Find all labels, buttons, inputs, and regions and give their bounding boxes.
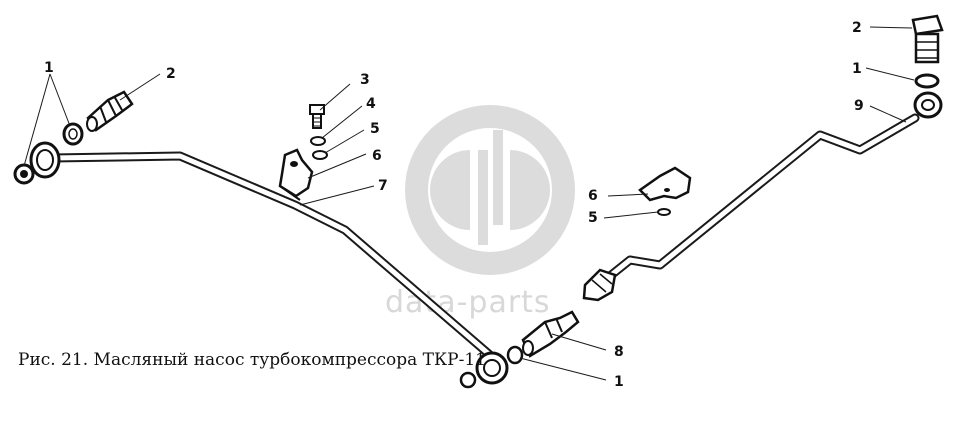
callout-labels: 1 2 3 4 5 6 7 6 5 2 1 9 8 1 (44, 20, 864, 390)
banjo-bolt-right (911, 14, 944, 64)
callout-8: 8 (614, 344, 624, 360)
washer-5-right (657, 208, 671, 216)
callout-6-right: 6 (588, 188, 598, 204)
callout-2-left: 2 (166, 66, 176, 82)
union-fitting (521, 310, 580, 358)
banjo-fitting-left (13, 141, 61, 185)
spring-washer-left (310, 136, 326, 146)
clamp-right (638, 166, 692, 202)
callout-1-left: 1 (44, 60, 54, 76)
callout-2-right: 2 (852, 20, 862, 36)
callout-7: 7 (378, 178, 388, 194)
leader-lines (23, 26, 915, 381)
callout-1-right-bottom: 1 (614, 374, 624, 390)
pipe-left (47, 151, 495, 360)
banjo-bolt-left (86, 90, 134, 132)
bolt (309, 104, 325, 129)
figure-caption: Рис. 21. Масляный насос турбокомпрессора… (18, 350, 486, 370)
banjo-fitting-right (913, 91, 943, 119)
pipe-nut (582, 268, 617, 302)
watermark-logo: data-parts (385, 105, 575, 320)
callout-9: 9 (854, 98, 864, 114)
washer-bottom (506, 345, 524, 365)
callout-5-left: 5 (370, 121, 380, 137)
washer-left (62, 122, 84, 146)
pipe-right (600, 113, 920, 285)
clamp-left (278, 148, 314, 201)
callout-6-left: 6 (372, 148, 382, 164)
callout-1-right-top: 1 (852, 61, 862, 77)
callout-4: 4 (366, 96, 376, 112)
washer-5-left (312, 150, 328, 160)
callout-5-right: 5 (588, 210, 598, 226)
washer-right (914, 73, 940, 89)
banjo-fitting-bottom (459, 351, 509, 389)
callout-3: 3 (360, 72, 370, 88)
